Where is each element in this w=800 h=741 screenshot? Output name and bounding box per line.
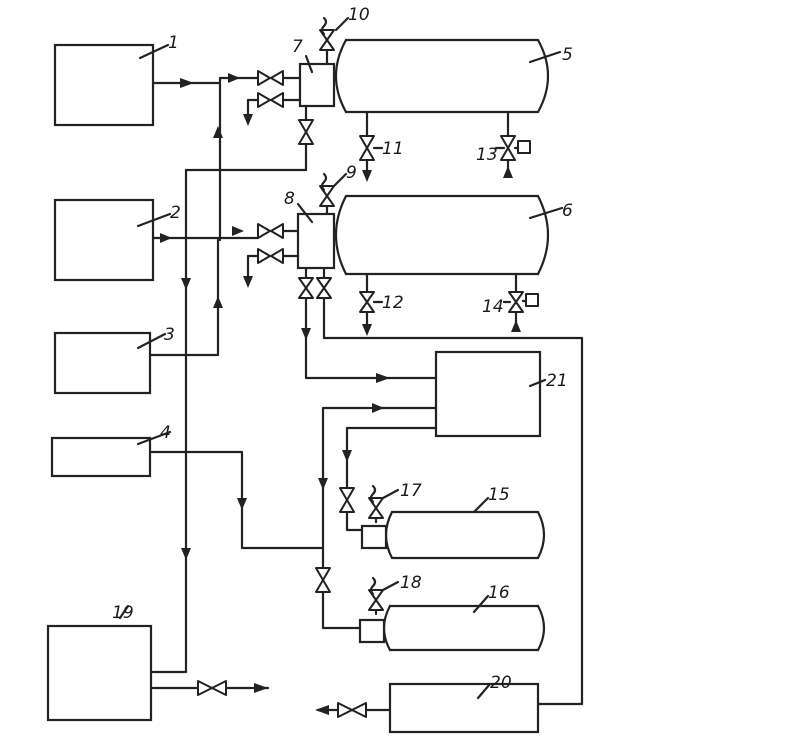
unit-4 <box>50 436 152 478</box>
valves <box>197 16 539 718</box>
label-19: 19 <box>112 603 134 623</box>
label-16: 16 <box>488 583 510 603</box>
vessel-7 <box>298 62 336 108</box>
label-15: 15 <box>488 485 510 505</box>
unit-19 <box>46 624 153 722</box>
cylinder-16 <box>382 604 546 652</box>
label-2: 2 <box>170 203 181 223</box>
label-18: 18 <box>400 573 422 593</box>
cylinder-16-neck <box>358 618 386 644</box>
unit-2 <box>53 198 155 282</box>
cylinder-15-neck <box>360 524 388 550</box>
label-12: 12 <box>382 293 404 313</box>
vessel-8 <box>296 212 336 270</box>
unit-20 <box>388 682 540 734</box>
label-7: 7 <box>292 37 303 57</box>
label-17: 17 <box>400 481 422 501</box>
label-8: 8 <box>284 189 295 209</box>
flow-arrows <box>160 73 521 715</box>
label-14: 14 <box>482 297 504 317</box>
label-3: 3 <box>164 325 175 345</box>
unit-1 <box>53 43 155 127</box>
label-13: 13 <box>476 145 498 165</box>
leader-lines <box>118 16 564 700</box>
label-10: 10 <box>348 5 370 25</box>
label-1: 1 <box>168 33 179 53</box>
unit-3 <box>53 331 152 395</box>
label-9: 9 <box>346 163 357 183</box>
cylinder-15 <box>384 510 546 560</box>
tank-5 <box>335 38 549 114</box>
label-11: 11 <box>382 139 404 159</box>
label-21: 21 <box>546 371 568 391</box>
tank-6 <box>334 194 550 276</box>
unit-21 <box>434 350 542 438</box>
label-20: 20 <box>490 673 512 693</box>
label-4: 4 <box>160 423 171 443</box>
label-5: 5 <box>562 45 573 65</box>
label-6: 6 <box>562 201 573 221</box>
